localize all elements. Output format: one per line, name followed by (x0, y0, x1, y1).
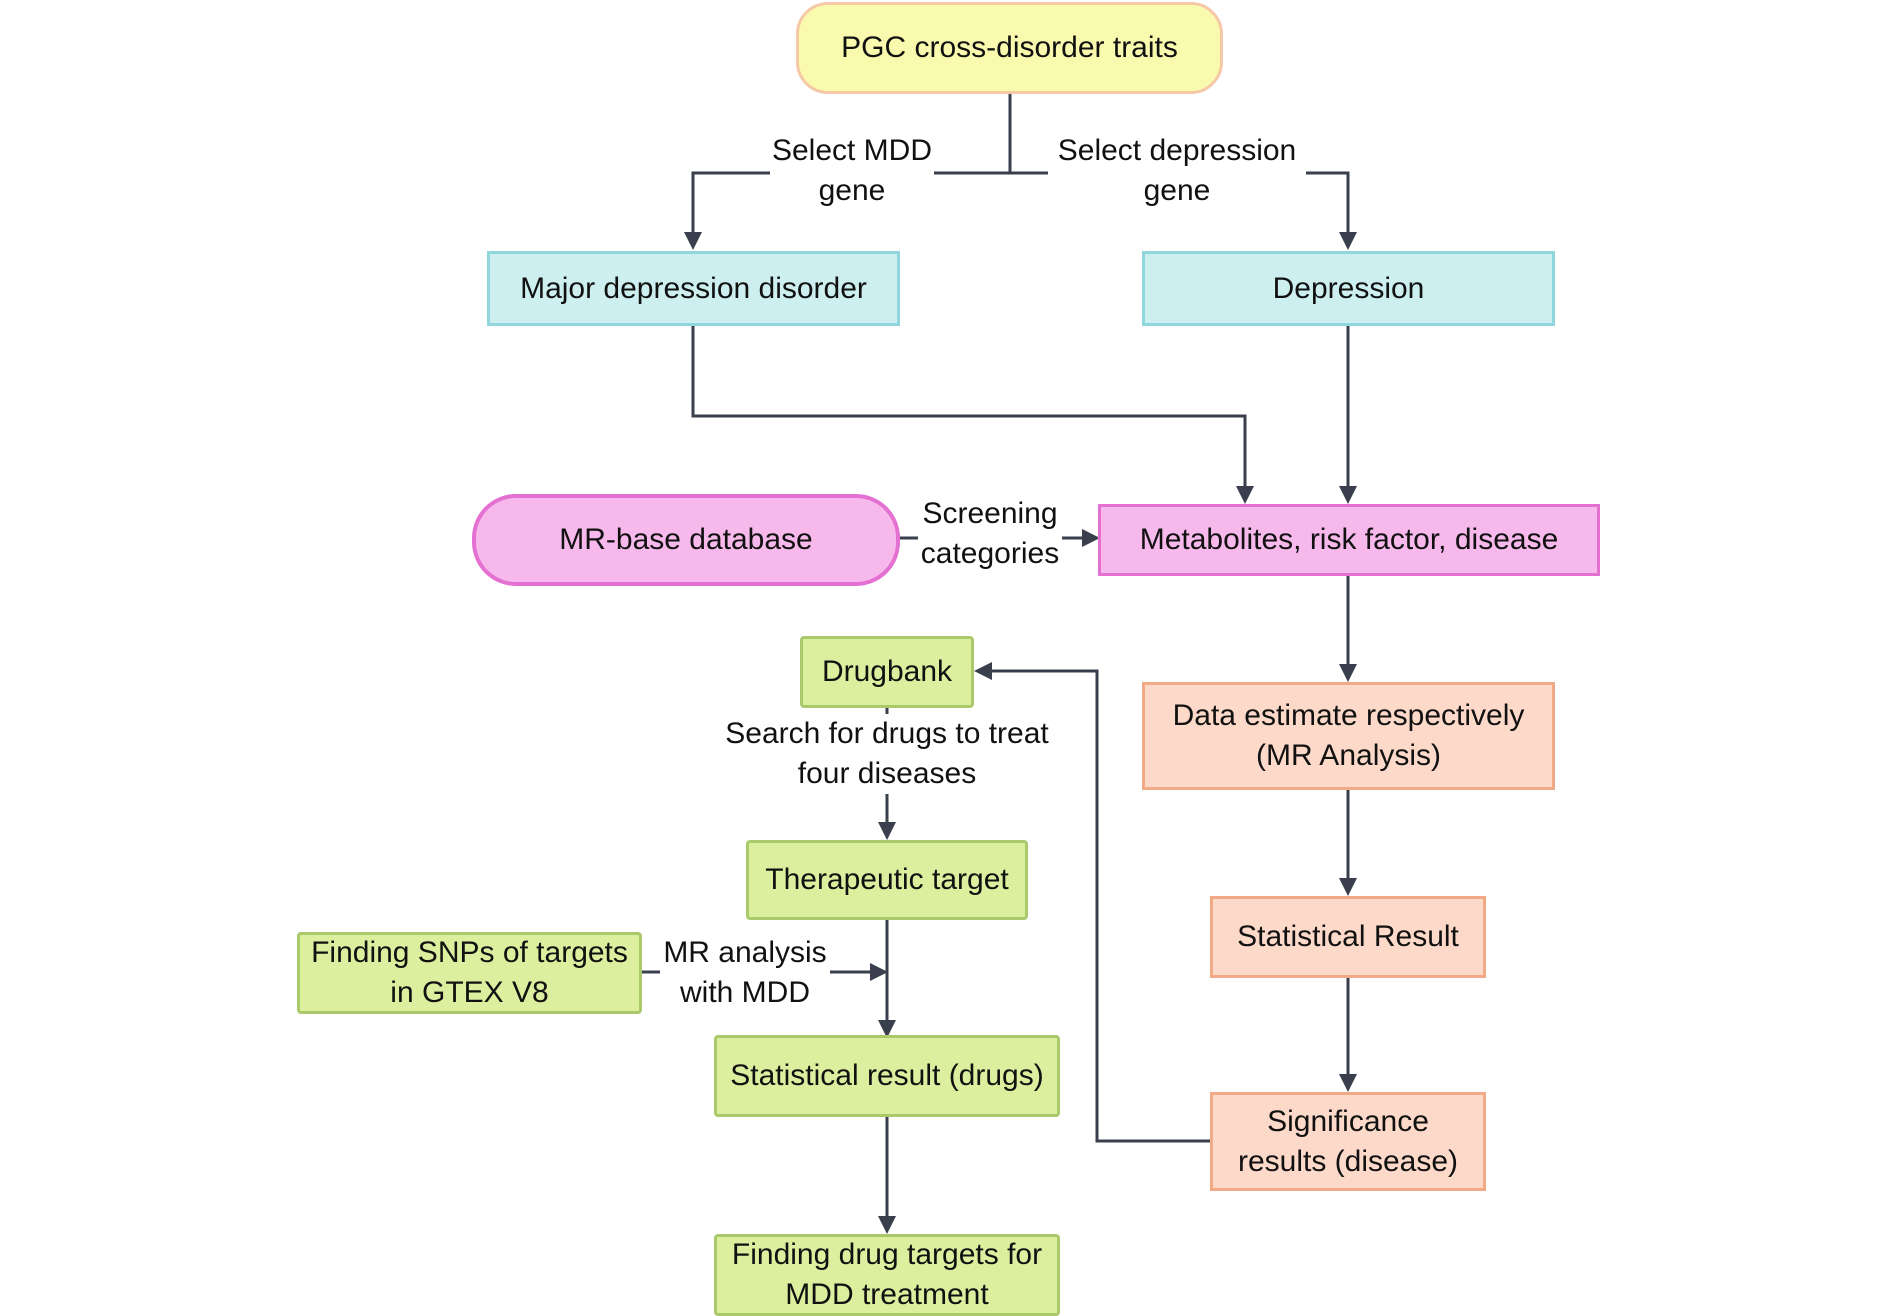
node-mr-base-database: MR-base database (472, 494, 900, 586)
edge-label-mr-analysis: MR analysis with MDD (660, 933, 830, 1013)
node-significance-line1: Significance (1267, 1104, 1429, 1138)
edge-label-select-mdd: Select MDD gene (770, 131, 934, 211)
node-data-estimate: Data estimate respectively (MR Analysis) (1142, 682, 1555, 790)
node-finding-drug-line1: Finding drug targets for (731, 1238, 1043, 1271)
edge-label-search-line1: Search for drugs to treat (725, 717, 1049, 750)
node-finding-drug-targets: Finding drug targets for MDD treatment (714, 1234, 1060, 1316)
arrowhead-mdd (684, 232, 702, 250)
node-depression-label: Depression (1272, 271, 1425, 305)
node-mrbase-label: MR-base database (559, 523, 813, 556)
edge-label-screening-line2: categories (920, 537, 1060, 570)
node-data-estimate-line1: Data estimate respectively (1172, 699, 1525, 732)
arrowhead-metabolites-left (1236, 486, 1254, 504)
arrowhead-snps (870, 963, 888, 981)
node-mdd-label: Major depression disorder (520, 271, 867, 305)
arrowhead-statistical (1339, 878, 1357, 896)
node-finding-drug-line2: MDD treatment (785, 1278, 989, 1311)
node-drugbank: Drugbank (800, 636, 974, 708)
edge-label-screening-line1: Screening (922, 497, 1058, 530)
arrowhead-drugbank (974, 662, 992, 680)
edge-label-mr-analysis-line2: with MDD (679, 976, 810, 1009)
edge-label-select-mdd-line2: gene (818, 174, 886, 207)
node-statistical-drugs-label: Statistical result (drugs) (730, 1059, 1044, 1092)
node-significance-line2: results (disease) (1237, 1144, 1459, 1178)
arrowhead-depression (1339, 232, 1357, 250)
node-snps-line2: in GTEX V8 (390, 976, 549, 1009)
edge-label-select-mdd-line1: Select MDD (771, 134, 933, 167)
arrowhead-drugs (878, 1020, 896, 1038)
edge-label-search-line2: four diseases (797, 757, 977, 790)
node-statistical-result-label: Statistical Result (1237, 920, 1459, 953)
node-pgc-label: PGC cross-disorder traits (841, 31, 1178, 64)
node-data-estimate-line2: (MR Analysis) (1255, 739, 1442, 772)
edge-label-screening-categories: Screening categories (918, 494, 1062, 574)
node-therapeutic-target: Therapeutic target (746, 840, 1028, 920)
connector-mdd-to-metabolites (691, 326, 1247, 490)
arrowhead-final (878, 1216, 896, 1234)
node-finding-snps: Finding SNPs of targets in GTEX V8 (297, 932, 642, 1014)
connector-significance-to-drugbank (988, 669, 1210, 1143)
arrowhead-metabolites-right (1339, 486, 1357, 504)
node-depression: Depression (1142, 251, 1555, 326)
node-metabolites-label: Metabolites, risk factor, disease (1139, 523, 1559, 556)
arrowhead-significance (1339, 1074, 1357, 1092)
node-significance-results: Significance results (disease) (1210, 1092, 1486, 1191)
node-statistical-result: Statistical Result (1210, 896, 1486, 978)
edge-label-search-for-drugs: Search for drugs to treat four diseases (714, 714, 1060, 794)
node-therapeutic-target-label: Therapeutic target (765, 863, 1009, 896)
arrowhead-estimate (1339, 664, 1357, 682)
arrowhead-mrbase (1082, 529, 1100, 547)
node-major-depression-disorder: Major depression disorder (487, 251, 900, 326)
node-pgc-cross-disorder-traits: PGC cross-disorder traits (796, 2, 1223, 94)
node-statistical-result-drugs: Statistical result (drugs) (714, 1035, 1060, 1117)
edge-label-select-depression-line2: gene (1143, 174, 1211, 207)
arrowhead-therapeutic (878, 822, 896, 840)
node-metabolites-risk-factor-disease: Metabolites, risk factor, disease (1098, 504, 1600, 576)
edge-label-select-depression-line1: Select depression (1057, 134, 1297, 167)
node-drugbank-label: Drugbank (821, 655, 953, 688)
node-snps-line1: Finding SNPs of targets (311, 936, 628, 969)
edge-label-select-depression: Select depression gene (1048, 131, 1306, 211)
edge-label-mr-analysis-line1: MR analysis (663, 936, 827, 969)
